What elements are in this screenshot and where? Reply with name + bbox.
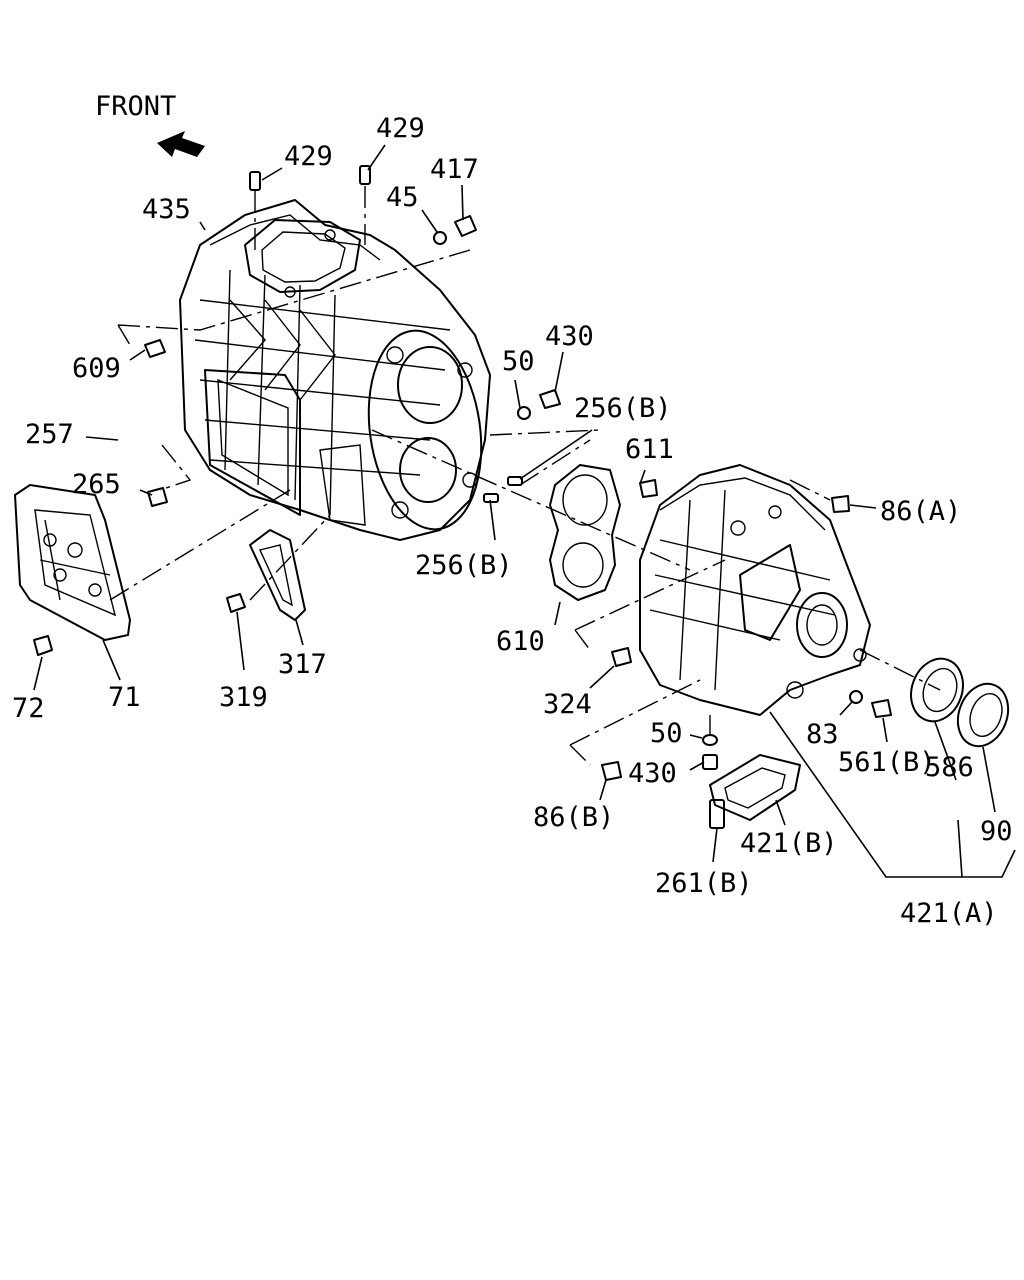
label-586: 586 bbox=[925, 752, 974, 783]
seal-90 bbox=[956, 682, 1010, 748]
leader-lines bbox=[33, 144, 1016, 878]
extension-housing bbox=[639, 464, 871, 716]
label-324: 324 bbox=[543, 689, 592, 720]
label-86a: 86(A) bbox=[880, 496, 961, 527]
center-lines bbox=[109, 186, 941, 766]
front-indicator: FRONT bbox=[95, 91, 205, 157]
seal-586 bbox=[910, 657, 964, 723]
label-257: 257 bbox=[25, 419, 74, 450]
label-319: 319 bbox=[219, 682, 268, 713]
label-83: 83 bbox=[806, 719, 839, 750]
label-71: 71 bbox=[108, 682, 141, 713]
label-421b: 421(B) bbox=[740, 828, 838, 859]
label-256b-a: 256(B) bbox=[574, 393, 672, 424]
label-430b: 430 bbox=[628, 758, 677, 789]
part-labels: 429 429 417 45 435 609 430 50 256(B) 257… bbox=[12, 113, 1013, 929]
front-label: FRONT bbox=[95, 91, 176, 122]
side-cover-71 bbox=[14, 484, 131, 641]
cover-421b bbox=[709, 754, 801, 821]
label-430a: 430 bbox=[545, 321, 594, 352]
label-72: 72 bbox=[12, 693, 45, 724]
hardware bbox=[33, 165, 892, 829]
label-429b: 429 bbox=[376, 113, 425, 144]
label-86b: 86(B) bbox=[533, 802, 614, 833]
front-arrow-icon bbox=[157, 131, 205, 157]
label-610: 610 bbox=[496, 626, 545, 657]
label-429a: 429 bbox=[284, 141, 333, 172]
label-50b: 50 bbox=[650, 718, 683, 749]
label-265: 265 bbox=[72, 469, 121, 500]
label-45: 45 bbox=[386, 182, 419, 213]
cover-317 bbox=[249, 529, 306, 621]
label-261b: 261(B) bbox=[655, 868, 753, 899]
label-90: 90 bbox=[980, 816, 1013, 847]
label-435: 435 bbox=[142, 194, 191, 225]
label-417: 417 bbox=[430, 154, 479, 185]
transmission-case bbox=[179, 199, 491, 541]
label-609: 609 bbox=[72, 353, 121, 384]
label-256b-b: 256(B) bbox=[415, 550, 513, 581]
label-561b: 561(B) bbox=[838, 747, 936, 778]
gasket-610 bbox=[549, 464, 621, 601]
label-421a: 421(A) bbox=[900, 898, 998, 929]
label-50a: 50 bbox=[502, 346, 535, 377]
label-317: 317 bbox=[278, 649, 327, 680]
label-611: 611 bbox=[625, 434, 674, 465]
